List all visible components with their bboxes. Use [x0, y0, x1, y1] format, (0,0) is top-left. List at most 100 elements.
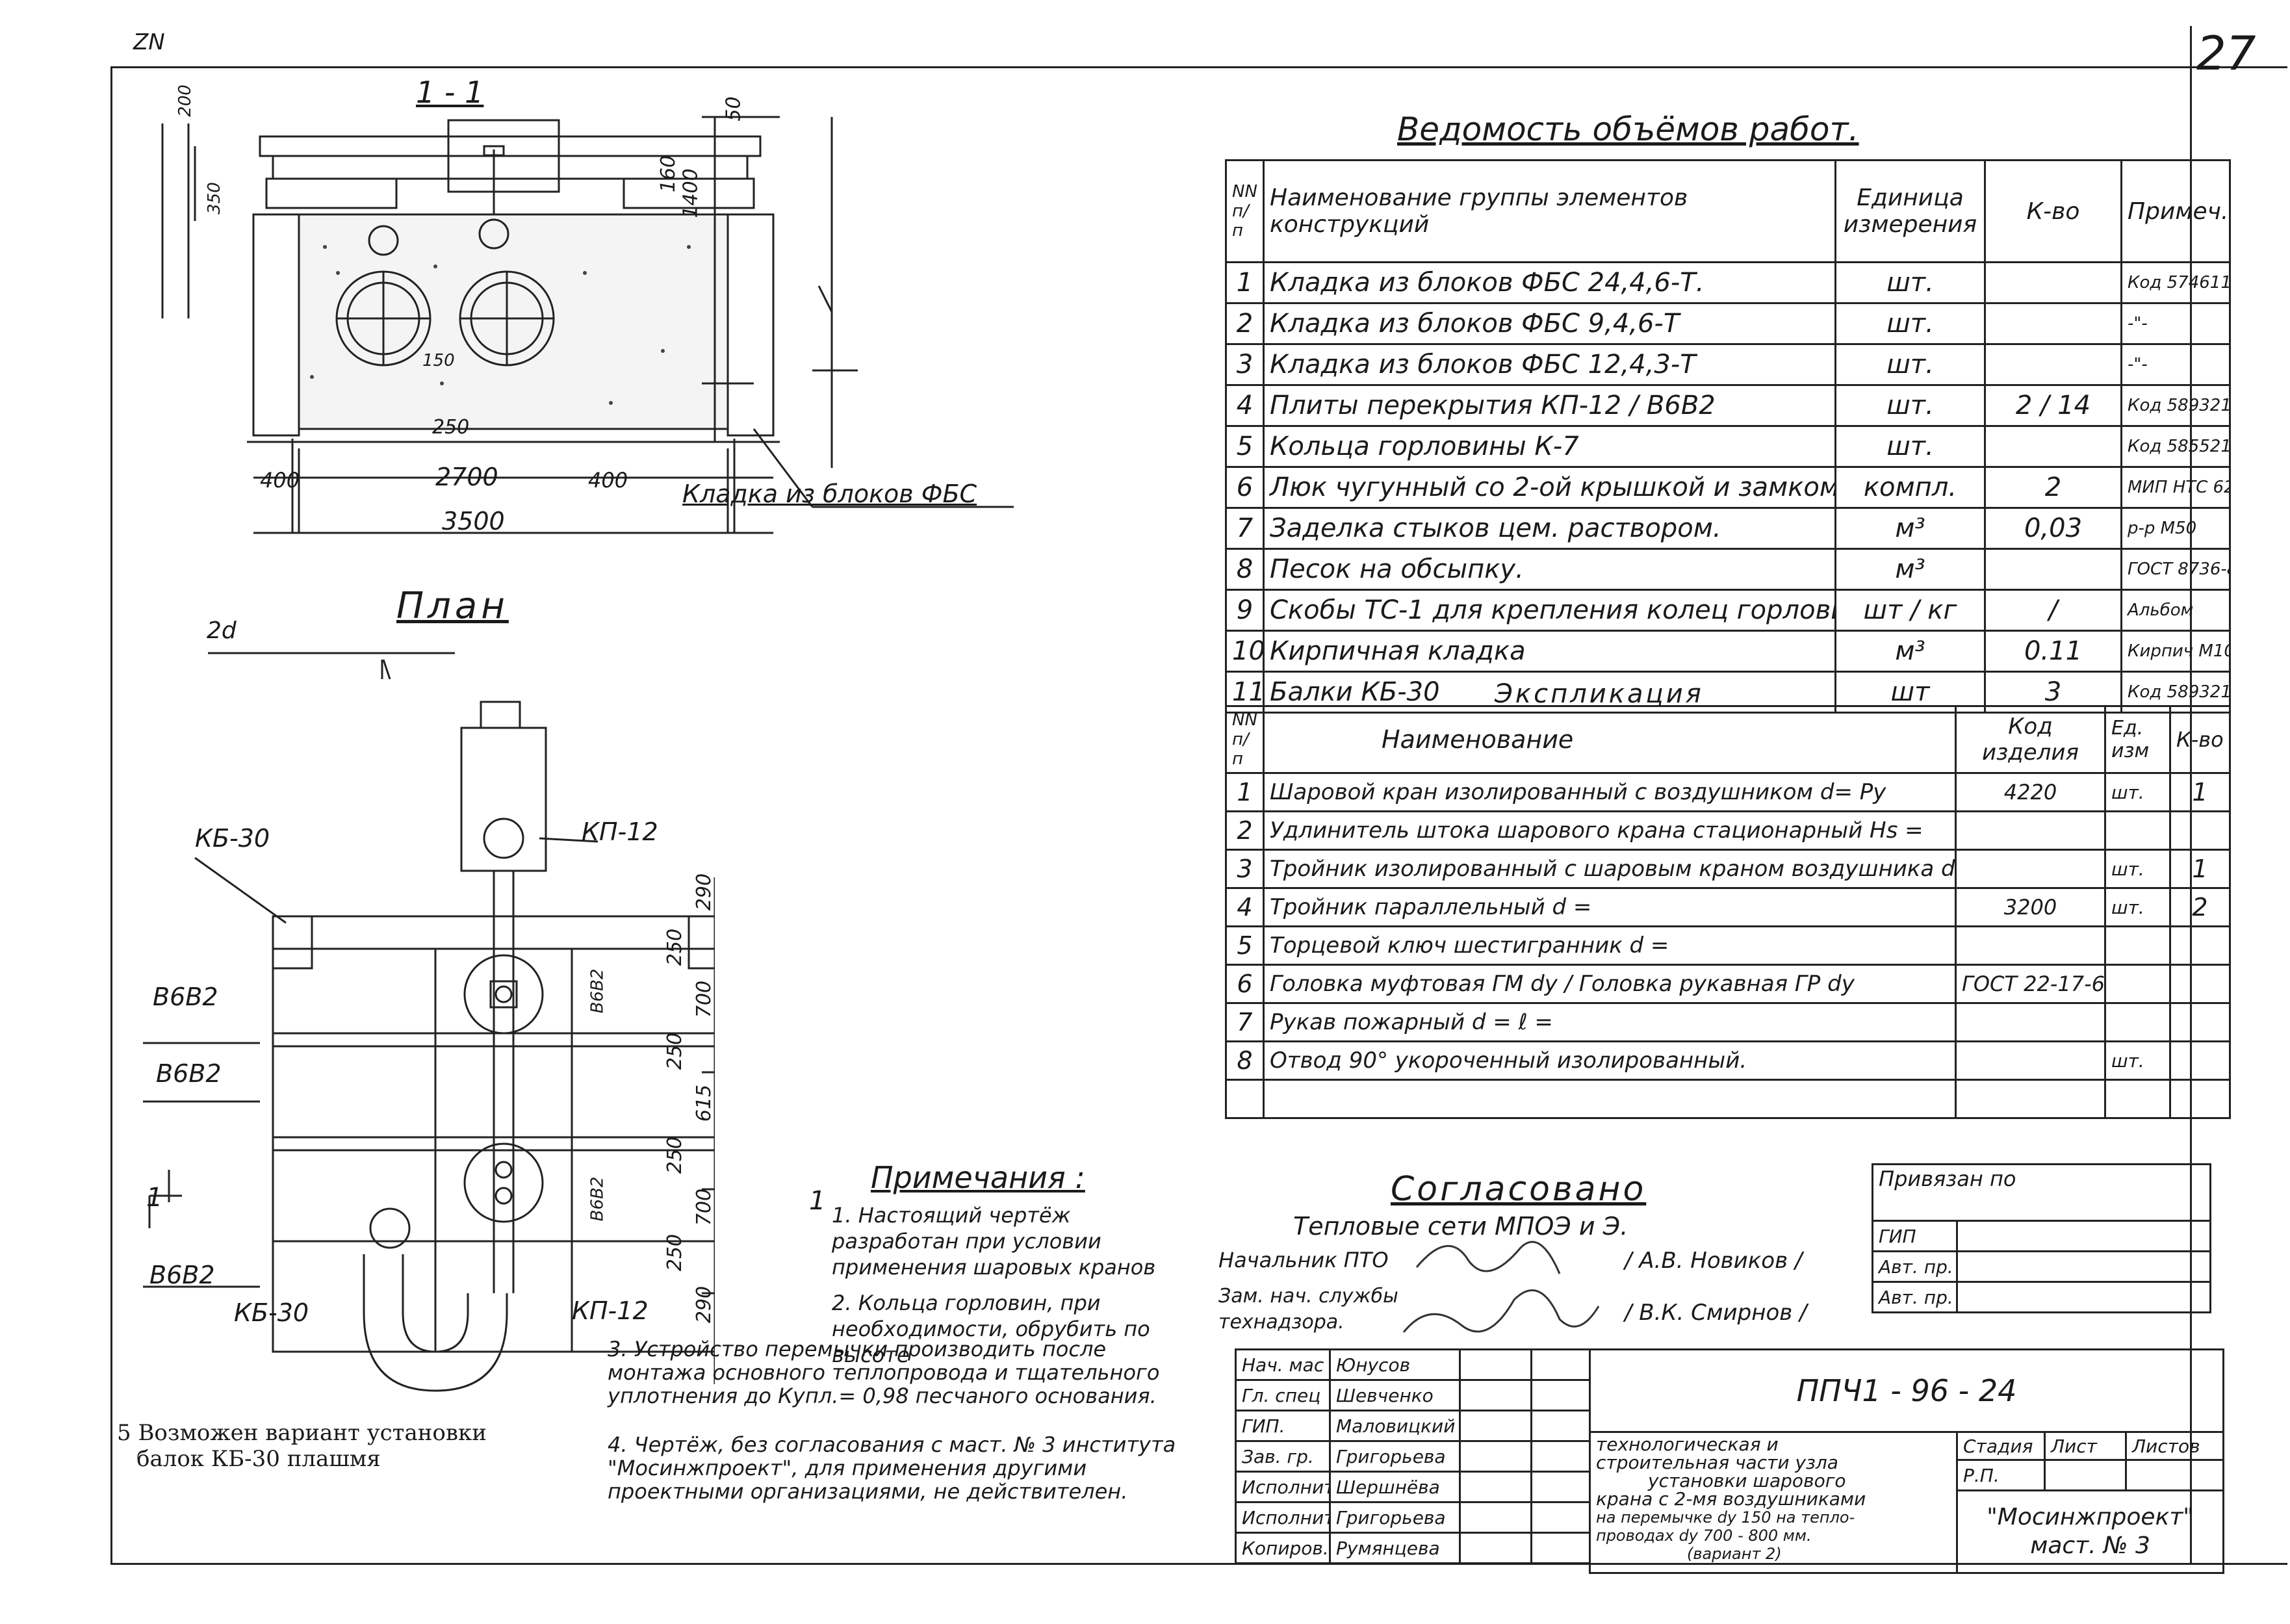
explication-cell-code [1955, 849, 2106, 889]
explication-cell-code [1955, 1002, 2106, 1042]
sheet-number: 27 [2196, 26, 2256, 81]
signer-role: Нач. мас [1235, 1348, 1331, 1381]
volumes-cell-qty [1984, 261, 2122, 304]
explication-cell-code: ГОСТ 22-17-66 [1955, 964, 2106, 1004]
explication-cell-n: 1 [1225, 772, 1265, 812]
volumes-cell-unit: м³ [1834, 630, 1986, 673]
explication-cell-unit: шт. [2104, 887, 2171, 927]
dim-400-left: 400 [260, 468, 300, 493]
plan-dim-6: 250 [663, 1136, 687, 1174]
explication-cell-code [1955, 1079, 2106, 1119]
signer-name: Шершнёва [1329, 1471, 1461, 1503]
note-3: 3. Устройство перемычки производить посл… [608, 1337, 1160, 1408]
signer-signature [1459, 1348, 1532, 1381]
signer-signature [1459, 1471, 1532, 1503]
volumes-cell-qty: 2 / 14 [1984, 384, 2122, 427]
volumes-cell-qty: 0,03 [1984, 507, 2122, 550]
plan-label-kb30-bottom: КБ-30 [234, 1298, 309, 1327]
signer-date [1530, 1379, 1591, 1411]
plan-label-v6v2-a: В6В2 [153, 983, 218, 1011]
volumes-cell-name: Кладка из блоков ФБС 12,4,3-Т [1263, 343, 1836, 386]
dim-350: 350 [204, 182, 224, 214]
corner-mark: ZN [133, 29, 165, 55]
signer-role: ГИП. [1235, 1410, 1331, 1442]
title-description: технологическая и строительная части узл… [1589, 1431, 1958, 1574]
signer-role: Копиров. [1235, 1532, 1331, 1564]
signer-date [1530, 1501, 1591, 1534]
explication-cell-qty: 1 [2169, 849, 2231, 889]
explication-cell-unit [2104, 1079, 2171, 1119]
signer-role: Зав. гр. [1235, 1440, 1331, 1473]
dim-3500: 3500 [442, 507, 505, 535]
explication-cell-code [1955, 1040, 2106, 1081]
sheets-header: Листов [2124, 1431, 2225, 1461]
explication-cell-name: Отвод 90° укороченный изолированный. [1263, 1040, 1957, 1081]
volumes-cell-qty [1984, 343, 2122, 386]
explication-cell-code: 3200 [1955, 887, 2106, 927]
volumes-cell-note: Код 589321 [2120, 384, 2231, 427]
sheet-header: Лист [2044, 1431, 2127, 1461]
explication-cell-qty [2169, 964, 2231, 1004]
volumes-cell-unit: шт. [1834, 261, 1986, 304]
plan-dim-3: 700 [693, 980, 716, 1018]
signer-signature [1459, 1501, 1532, 1534]
explication-cell-n: 3 [1225, 849, 1265, 889]
volumes-cell-unit: шт. [1834, 384, 1986, 427]
stage-header: Стадия [1956, 1431, 2046, 1461]
signer-signature [1459, 1379, 1532, 1411]
signer-date [1530, 1471, 1591, 1503]
volumes-cell-n: 2 [1225, 302, 1265, 345]
explication-cell-name: Удлинитель штока шарового крана стациона… [1263, 810, 1957, 851]
title-org-line-1: "Мосинжпроект" [1987, 1504, 2194, 1530]
explication-cell-name: Тройник параллельный d = [1263, 887, 1957, 927]
plan-dim-4: 250 [663, 1032, 687, 1070]
explication-col-code: Код изделия [1955, 705, 2106, 774]
plan-dim-1: 290 [693, 873, 716, 911]
plan-label-v6v2-e: В6В2 [587, 1176, 608, 1222]
volumes-cell-qty [1984, 302, 2122, 345]
volumes-table: NN п/п Наименование группы элементов кон… [1225, 159, 2231, 714]
drawing-code: ППЧ1 - 96 - 24 [1588, 1348, 2225, 1433]
explication-cell-qty [2169, 1002, 2231, 1042]
volumes-cell-qty: 2 [1984, 466, 2122, 509]
signer-row: Исполнит.Шершнёва [1235, 1471, 1591, 1503]
approval-role-1: Начальник ПТО [1218, 1248, 1389, 1272]
description-line-1: технологическая и [1596, 1434, 1779, 1455]
plan-drawing [143, 652, 715, 1392]
bound-row-2: Авт. пр. [1872, 1250, 1958, 1283]
title-org-line-2: маст. № 3 [2030, 1532, 2150, 1559]
volumes-cell-note: Код 585521 [2120, 425, 2231, 468]
approval-title: Согласовано [1391, 1170, 1647, 1209]
volumes-cell-name: Кольца горловины К-7 [1263, 425, 1836, 468]
dim-200: 200 [175, 84, 195, 117]
volumes-cell-n: 8 [1225, 548, 1265, 591]
signer-date [1530, 1532, 1591, 1564]
signer-row: Исполнит.Григорьева [1235, 1501, 1591, 1534]
plan-note5-line1: 5 Возможен вариант установки [117, 1420, 487, 1446]
note-1: 1. Настоящий чертёж разработан при услов… [832, 1203, 1156, 1280]
signer-signature [1459, 1410, 1532, 1442]
explication-cell-code: 4220 [1955, 772, 2106, 812]
volumes-cell-name: Кладка из блоков ФБС 24,4,6-Т. [1263, 261, 1836, 304]
plan-cut-right: 1 [809, 1186, 826, 1216]
bound-row-1: ГИП [1872, 1220, 1958, 1252]
volumes-col-qty: К-во [1984, 159, 2122, 263]
volumes-cell-qty [1984, 548, 2122, 591]
volumes-cell-n: 1 [1225, 261, 1265, 304]
volumes-cell-n: 9 [1225, 589, 1265, 632]
explication-col-qty: К-во [2169, 705, 2231, 774]
explication-cell-unit: шт. [2104, 849, 2171, 889]
signer-row: ГИП.Маловицкий [1235, 1410, 1591, 1442]
signer-signature [1459, 1440, 1532, 1473]
